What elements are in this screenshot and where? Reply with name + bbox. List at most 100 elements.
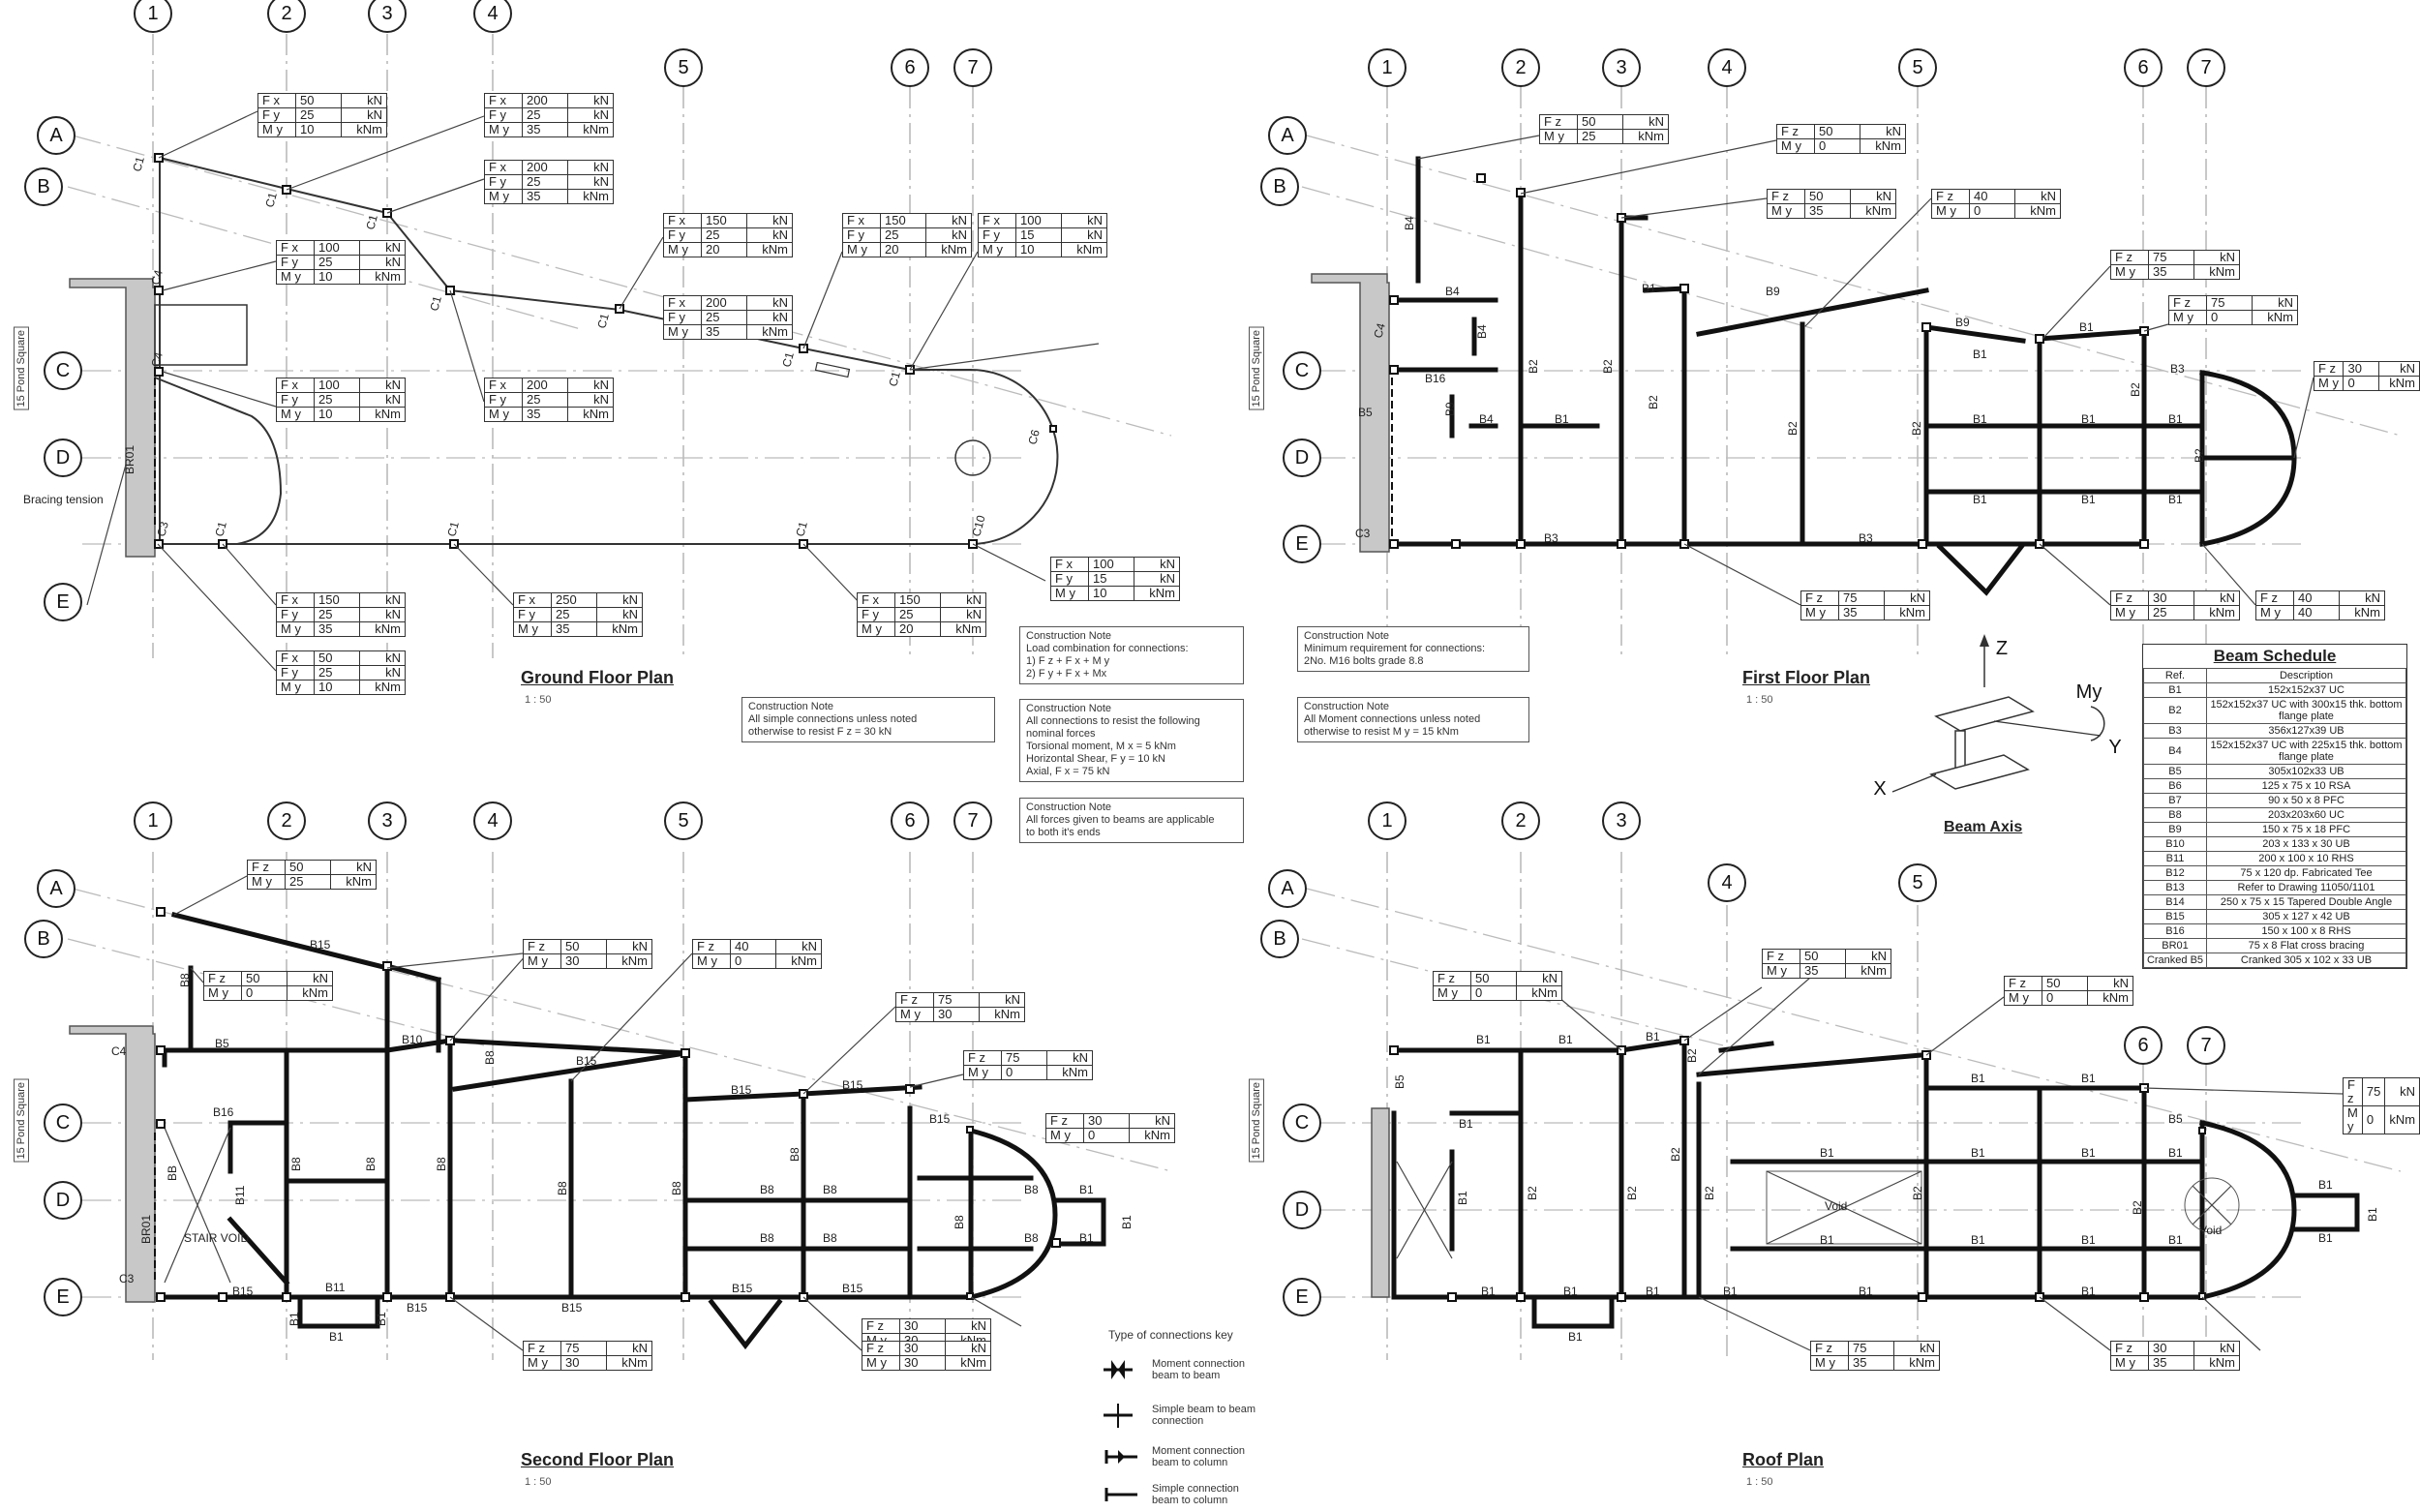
- svg-text:B1: B1: [1459, 1117, 1473, 1131]
- svg-text:C3: C3: [154, 520, 171, 538]
- force-label: F x: [842, 213, 881, 228]
- force-label: M y: [484, 407, 523, 422]
- force-unit: kN: [596, 592, 643, 608]
- roof-leaders: [1558, 977, 2344, 1351]
- force-value: 200: [522, 93, 568, 108]
- svg-text:B1: B1: [1563, 1285, 1578, 1298]
- force-unit: kN: [1061, 227, 1107, 243]
- beam-description: 356x127x39 UB: [2206, 723, 2406, 739]
- force-value: 35: [522, 407, 568, 422]
- svg-text:C1: C1: [130, 155, 147, 173]
- svg-text:B1: B1: [2081, 1285, 2096, 1298]
- force-unit: kN: [2384, 1077, 2420, 1106]
- force-label: F z: [2110, 1341, 2149, 1356]
- svg-text:B1: B1: [2318, 1178, 2333, 1192]
- force-unit: kN: [567, 378, 614, 393]
- svg-text:B1: B1: [2366, 1207, 2379, 1222]
- ground-grid-D-circle: [44, 438, 82, 477]
- svg-text:B4: B4: [1403, 216, 1416, 230]
- svg-text:B16: B16: [1425, 372, 1446, 385]
- svg-text:B1: B1: [2081, 493, 2096, 506]
- force-label: M y: [276, 621, 315, 637]
- force-value: 100: [1088, 557, 1134, 572]
- force-value: 100: [1015, 213, 1062, 228]
- force-value: 35: [2148, 264, 2194, 280]
- svg-text:B4: B4: [1445, 285, 1460, 298]
- ground-circle: [954, 439, 991, 476]
- roof-grid-1-circle: [1368, 801, 1407, 840]
- first-grid-7-circle: [2187, 48, 2225, 87]
- force-unit: kN: [1134, 557, 1180, 572]
- beam-ref: B15: [2143, 909, 2207, 924]
- force-unit: kNm: [1622, 129, 1669, 144]
- svg-text:B1: B1: [2081, 1233, 2096, 1247]
- svg-text:C1: C1: [444, 520, 462, 538]
- force-label: F z: [2168, 295, 2207, 311]
- force-value: 35: [314, 621, 360, 637]
- force-value: 35: [551, 621, 597, 637]
- roof-grid-5-circle: [1898, 863, 1937, 902]
- second-grid-E: E: [56, 1286, 69, 1308]
- force-unit: kN: [2252, 295, 2298, 311]
- svg-text:B15: B15: [929, 1112, 951, 1126]
- force-label: F z: [1800, 590, 1839, 606]
- side-label-second: 15 Pond Square: [14, 1079, 29, 1163]
- beam-description: 150 x 75 x 18 PFC: [2206, 822, 2406, 837]
- second-floor-plan: B5 B16 B15 B10 B15 B15 B15 B15 B15 B15 B…: [67, 852, 1172, 1360]
- force-label: F y: [257, 107, 296, 123]
- force-unit: kN: [606, 1341, 652, 1356]
- force-label: M y: [692, 953, 731, 969]
- ground-wall: [69, 278, 156, 558]
- svg-text:B8: B8: [670, 1181, 683, 1195]
- svg-text:B3: B3: [1544, 531, 1558, 545]
- force-value: 25: [314, 255, 360, 270]
- ground-grid-C: C: [56, 360, 70, 381]
- force-label: F z: [862, 1318, 900, 1334]
- first-grid-A: A: [1281, 125, 1294, 146]
- force-unit: kN: [2193, 1341, 2240, 1356]
- svg-text:C3: C3: [119, 1272, 135, 1285]
- force-value: 75: [2148, 250, 2194, 265]
- force-value: 35: [1838, 605, 1885, 620]
- svg-text:C1: C1: [886, 370, 903, 388]
- force-unit: kN: [341, 93, 387, 108]
- first-grid-B-circle: [1260, 167, 1299, 206]
- force-label: F y: [842, 227, 881, 243]
- force-unit: kN: [940, 592, 986, 608]
- roof-grid-6: 6: [2137, 1035, 2148, 1056]
- svg-text:B9: B9: [1443, 402, 1457, 416]
- second-grid-1: 1: [147, 810, 158, 832]
- first-grid-E-circle: [1283, 525, 1321, 563]
- second-grid-B-circle: [24, 920, 63, 958]
- force-label: F y: [513, 607, 552, 622]
- svg-text:C10: C10: [969, 514, 987, 538]
- svg-text:B1: B1: [1558, 1033, 1573, 1046]
- force-label: F x: [1050, 557, 1089, 572]
- side-label-first: 15 Pond Square: [1249, 327, 1264, 410]
